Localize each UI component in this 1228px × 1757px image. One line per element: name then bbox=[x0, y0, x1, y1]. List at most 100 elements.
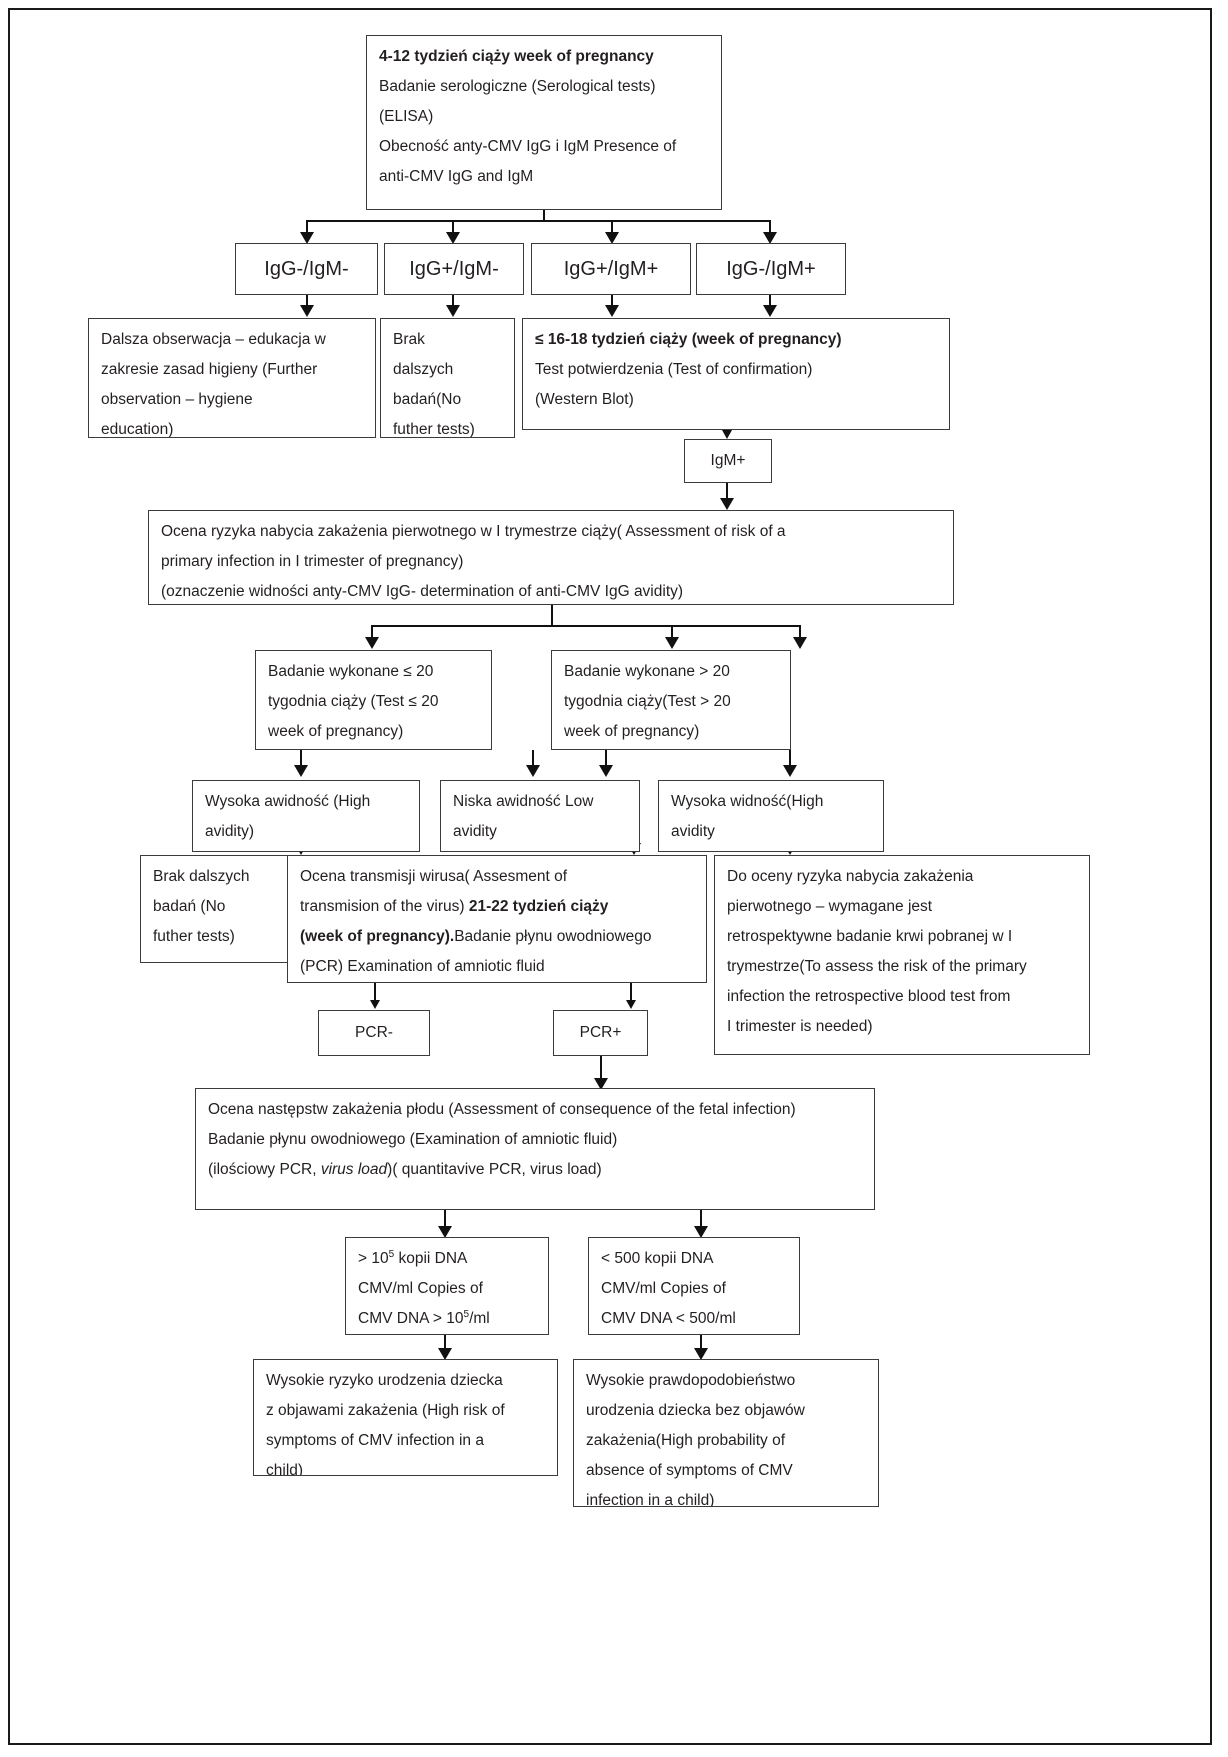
retro-line1: Do oceny ryzyka nabycia zakażenia bbox=[727, 868, 974, 885]
retro-line2: pierwotnego – wymagane jest bbox=[727, 898, 933, 915]
connector-risk-drop-far-right bbox=[799, 625, 801, 641]
node-top-line5: anti-CMV IgG and IgM bbox=[379, 168, 534, 185]
high-prob-line4: absence of symptoms of CMV bbox=[586, 1462, 793, 1479]
connector-gt20-to-low-avidity bbox=[605, 750, 607, 770]
page-border bbox=[8, 8, 1212, 1745]
confirm-line2: Test potwierdzenia (Test of confirmation… bbox=[535, 361, 813, 378]
further-obs-line1: Dalsza obserwacja – edukacja w bbox=[101, 331, 326, 348]
high-risk-line4: child) bbox=[266, 1462, 304, 1476]
node-transmission-assessment: Ocena transmisji wirusa( Assesment of tr… bbox=[287, 855, 707, 983]
high-copies-line1: > 105 kopii DNA bbox=[358, 1244, 536, 1274]
no-tests1-line3: badań(No bbox=[393, 391, 462, 408]
consequence-line3-c: )( quantitavive PCR, virus load) bbox=[387, 1161, 602, 1178]
pcr-minus-label: PCR- bbox=[355, 1024, 393, 1041]
node-top-line2: Badanie serologiczne (Serological tests) bbox=[379, 78, 656, 95]
igm-plus-label: IgM+ bbox=[710, 452, 746, 469]
confirm-line1: ≤ 16-18 tydzień ciąży (week of pregnancy… bbox=[535, 331, 842, 348]
high-copies-line3-sup: 5 bbox=[463, 1308, 470, 1320]
connector-le20-to-high-avidity bbox=[300, 750, 302, 770]
consequence-line3: (ilościowy PCR, virus load)( quantitaviv… bbox=[208, 1155, 862, 1185]
consequence-line2: Badanie płynu owodniowego (Examination o… bbox=[208, 1131, 618, 1148]
connector-sero2-drop bbox=[452, 295, 454, 309]
node-sero4-label: IgG-/IgM+ bbox=[726, 258, 816, 280]
connector-top-stem bbox=[543, 210, 545, 222]
node-high-avidity-left: Wysoka awidność (High avidity) bbox=[192, 780, 420, 852]
arrow-to-pcr-minus bbox=[370, 1000, 380, 1009]
arrow-to-confirm-right bbox=[763, 305, 777, 317]
high-copies-line1-b: kopii DNA bbox=[394, 1250, 468, 1267]
arrow-to-pcr-plus bbox=[626, 1000, 636, 1009]
transmission-line3-a: Badanie płynu owodniowego bbox=[454, 928, 652, 945]
test-le20-line2: tygodnia ciąży (Test ≤ 20 bbox=[268, 693, 439, 710]
arrow-to-further-observation bbox=[300, 305, 314, 317]
arrow-to-sero3 bbox=[605, 232, 619, 244]
transmission-line2-a: transmision of the virus) bbox=[300, 898, 469, 915]
node-test-le-20-weeks: Badanie wykonane ≤ 20 tygodnia ciąży (Te… bbox=[255, 650, 492, 750]
risk-line2: primary infection in I trimester of preg… bbox=[161, 553, 464, 570]
low-avidity-line1: Niska awidność Low bbox=[453, 793, 594, 810]
test-gt20-line2: tygodnia ciąży(Test > 20 bbox=[564, 693, 731, 710]
test-gt20-line1: Badanie wykonane > 20 bbox=[564, 663, 730, 680]
transmission-line2: transmision of the virus) 21-22 tydzień … bbox=[300, 892, 694, 922]
node-igm-plus: IgM+ bbox=[684, 439, 772, 483]
connector-top-drop-3 bbox=[611, 220, 613, 238]
connector-sero3-drop bbox=[611, 295, 613, 309]
high-prob-line1: Wysokie prawdopodobieństwo bbox=[586, 1372, 796, 1389]
arrow-to-confirm-left bbox=[605, 305, 619, 317]
high-prob-line5: infection in a child) bbox=[586, 1492, 715, 1507]
consequence-line1: Ocena następstw zakażenia płodu (Assessm… bbox=[208, 1101, 796, 1118]
high-avidity-right-line1: Wysoka widność(High bbox=[671, 793, 824, 810]
node-further-observation: Dalsza obserwacja – edukacja w zakresie … bbox=[88, 318, 376, 438]
arrow-to-risk-assessment bbox=[720, 498, 734, 510]
test-gt20-line3: week of pregnancy) bbox=[564, 723, 700, 740]
connector-sero4-drop bbox=[769, 295, 771, 309]
node-sero-igg-pos-igm-neg: IgG+/IgM- bbox=[384, 243, 524, 295]
arrow-to-low-avidity bbox=[526, 765, 540, 777]
node-sero2-label: IgG+/IgM- bbox=[409, 258, 499, 280]
high-risk-line2: z objawami zakażenia (High risk of bbox=[266, 1402, 505, 1419]
high-copies-line2: CMV/ml Copies of bbox=[358, 1280, 483, 1297]
no-tests2-line3: futher tests) bbox=[153, 928, 235, 945]
connector-risk-bus bbox=[371, 625, 801, 627]
arrow-to-sero4 bbox=[763, 232, 777, 244]
high-copies-line3-b: /ml bbox=[469, 1310, 490, 1327]
low-copies-line2: CMV/ml Copies of bbox=[601, 1280, 726, 1297]
arrow-to-sero2 bbox=[446, 232, 460, 244]
connector-risk-stem bbox=[551, 605, 553, 627]
connector-gt20-to-high-avidity-right bbox=[789, 750, 791, 770]
node-no-further-tests-2: Brak dalszych badań (No futher tests) bbox=[140, 855, 291, 963]
node-low-avidity: Niska awidność Low avidity bbox=[440, 780, 640, 852]
transmission-line3-b: (week of pregnancy). bbox=[300, 928, 455, 945]
consequence-line3-b: virus load bbox=[320, 1161, 388, 1178]
risk-line3: (oznaczenie widności anty-CMV IgG- deter… bbox=[161, 583, 684, 600]
connector-risk-drop-left bbox=[371, 625, 373, 641]
high-copies-line1-sup: 5 bbox=[388, 1248, 395, 1260]
high-avidity-right-line2: avidity bbox=[671, 823, 715, 840]
node-top-serology: 4-12 tydzień ciąży week of pregnancy Bad… bbox=[366, 35, 722, 210]
retro-line5: infection the retrospective blood test f… bbox=[727, 988, 1011, 1005]
node-outcome-high-probability: Wysokie prawdopodobieństwo urodzenia dzi… bbox=[573, 1359, 879, 1507]
node-top-line1: 4-12 tydzień ciąży week of pregnancy bbox=[379, 48, 654, 65]
arrow-to-high-probability-outcome bbox=[694, 1348, 708, 1360]
confirm-line3: (Western Blot) bbox=[535, 391, 634, 408]
connector-top-drop-2 bbox=[452, 220, 454, 238]
connector-pcr-plus-to-consequence bbox=[600, 1056, 602, 1086]
retro-line6: I trimester is needed) bbox=[727, 1018, 873, 1035]
retro-line4: trymestrze(To assess the risk of the pri… bbox=[727, 958, 1027, 975]
no-tests1-line4: futher tests) bbox=[393, 421, 475, 438]
high-prob-line2: urodzenia dziecka bez objawów bbox=[586, 1402, 805, 1419]
high-copies-line3-a: CMV DNA > 10 bbox=[358, 1310, 464, 1327]
node-sero-igg-neg-igm-neg: IgG-/IgM- bbox=[235, 243, 378, 295]
test-le20-line1: Badanie wykonane ≤ 20 bbox=[268, 663, 434, 680]
node-outcome-high-risk: Wysokie ryzyko urodzenia dziecka z objaw… bbox=[253, 1359, 558, 1476]
no-tests2-line2: badań (No bbox=[153, 898, 226, 915]
connector-top-bus bbox=[306, 220, 770, 222]
connector-consequence-to-high-copies bbox=[444, 1210, 446, 1230]
arrow-to-test-gt20-b bbox=[793, 637, 807, 649]
arrow-to-igm-plus bbox=[722, 430, 732, 439]
arrow-to-sero1 bbox=[300, 232, 314, 244]
arrow-to-low-avidity-b bbox=[599, 765, 613, 777]
arrow-to-high-avidity-left bbox=[294, 765, 308, 777]
pcr-plus-label: PCR+ bbox=[579, 1024, 622, 1041]
high-copies-line1-a: > 10 bbox=[358, 1250, 389, 1267]
